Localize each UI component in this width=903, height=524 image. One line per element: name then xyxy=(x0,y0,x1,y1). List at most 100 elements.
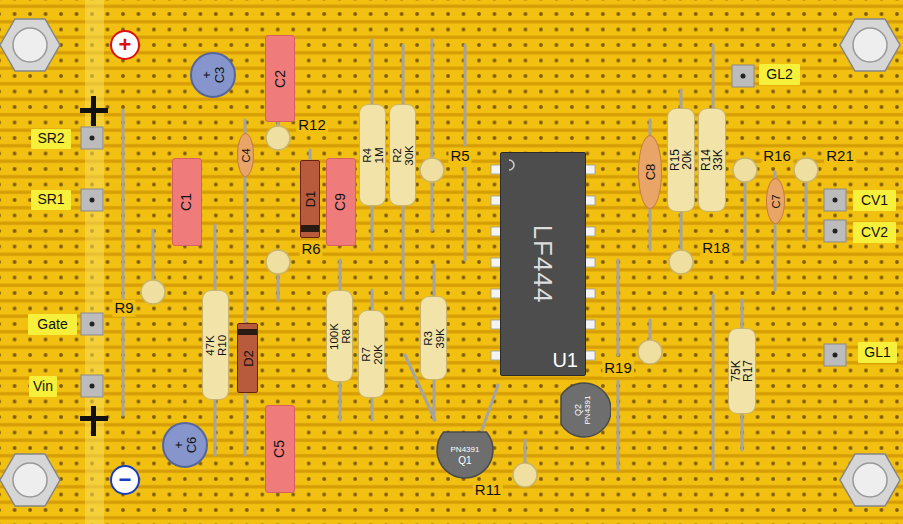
part-name: 33K xyxy=(712,149,724,170)
ceramic-capacitor: C8 xyxy=(638,135,662,209)
pad-hole xyxy=(90,384,95,389)
resistor: 100KR8 xyxy=(326,290,353,382)
part-name: R3 xyxy=(422,331,434,346)
upright-resistor xyxy=(141,280,165,304)
part-name: D2 xyxy=(241,350,254,367)
part-name: 75K xyxy=(730,360,742,381)
pad-hole xyxy=(90,198,95,203)
part-name: GL2 xyxy=(766,67,792,82)
connector-label: SR1 xyxy=(31,190,71,210)
part-label: R21 xyxy=(824,148,856,165)
pad-hole xyxy=(90,136,95,141)
part-name: D1 xyxy=(304,191,317,208)
part-label: R16 xyxy=(761,148,793,165)
mounting-hole xyxy=(13,28,47,62)
part-label: R11 xyxy=(473,482,503,499)
part-name: + xyxy=(119,34,132,56)
part-name: PN4391 xyxy=(451,446,480,455)
part-number: LF444 xyxy=(530,225,556,304)
component-lead xyxy=(431,40,434,230)
part-name: R17 xyxy=(742,360,754,382)
polarity-symbol: − xyxy=(110,465,140,495)
part-name: CV2 xyxy=(861,225,888,240)
polarity-symbol: + xyxy=(110,30,140,60)
part-label: R9 xyxy=(112,300,135,317)
connector-label: GL1 xyxy=(858,342,897,363)
part-name: C4 xyxy=(240,148,251,162)
electrolytic-capacitor: +C3 xyxy=(190,52,236,98)
part-name: 47K xyxy=(204,335,216,355)
transistor: PN4391Q1 xyxy=(435,418,495,480)
part-name: + xyxy=(172,441,185,449)
part-name: R10 xyxy=(216,334,228,355)
part-label: R19 xyxy=(602,360,634,377)
part-name: PN4391 xyxy=(584,396,593,425)
pad-hole xyxy=(90,322,95,327)
ic-pin xyxy=(585,289,595,298)
mounting-hex xyxy=(0,19,60,71)
film-capacitor: C2 xyxy=(265,35,295,122)
connection-pad xyxy=(824,189,846,211)
mounting-hole xyxy=(853,28,887,62)
ic-pin xyxy=(585,196,595,205)
part-name: R2 xyxy=(391,148,403,163)
resistor: 47KR10 xyxy=(202,290,229,400)
upright-resistor xyxy=(733,158,757,182)
mounting-hole xyxy=(853,463,887,497)
part-name: CV1 xyxy=(861,193,888,208)
upright-resistor xyxy=(794,158,818,182)
part-name: − xyxy=(119,469,132,491)
ic-pin xyxy=(585,165,595,174)
mounting-hex xyxy=(840,19,900,71)
film-capacitor: C5 xyxy=(265,405,295,493)
connection-pad xyxy=(824,344,846,366)
wire-link xyxy=(712,295,715,470)
ic-pin xyxy=(585,351,595,360)
connector-label: CV1 xyxy=(853,190,896,211)
resistor: R720K xyxy=(358,310,385,398)
part-name: Q2 xyxy=(574,404,584,416)
upright-resistor xyxy=(266,250,290,274)
part-name: R4 xyxy=(361,148,373,163)
connection-pad xyxy=(81,189,103,211)
part-name: R15 xyxy=(669,149,681,171)
connector-label: Vin xyxy=(29,376,57,397)
part-name: R14 xyxy=(700,149,712,171)
connection-pad xyxy=(81,313,103,335)
reference-designator: U1 xyxy=(552,350,578,370)
resistor: R339K xyxy=(420,296,447,380)
resistor: R1520k xyxy=(667,108,695,212)
wire-link xyxy=(617,260,620,355)
part-name: C9 xyxy=(333,193,348,211)
part-name: R8 xyxy=(340,329,352,344)
diode: D2 xyxy=(237,323,258,393)
resistor: R230K xyxy=(389,104,416,206)
pad-hole xyxy=(833,353,838,358)
electrolytic-capacitor: +C6 xyxy=(162,422,208,468)
connector-label: Gate xyxy=(28,314,77,335)
part-name: C5 xyxy=(272,440,287,458)
pad-hole xyxy=(833,198,838,203)
part-label: R6 xyxy=(299,241,322,258)
part-name: C1 xyxy=(179,193,194,211)
upright-resistor xyxy=(420,158,444,182)
part-name: R7 xyxy=(360,347,372,362)
connection-pad xyxy=(732,65,754,87)
part-name: Gate xyxy=(37,317,67,332)
ic-notch-mark xyxy=(509,160,514,170)
part-label: R18 xyxy=(700,240,732,257)
ic-notch xyxy=(505,157,521,175)
ceramic-capacitor: C7 xyxy=(766,178,785,224)
mounting-hole xyxy=(13,463,47,497)
resistor: R41M xyxy=(359,104,386,206)
part-name: Q1 xyxy=(458,455,471,466)
pad-hole xyxy=(741,74,746,79)
wire-link xyxy=(617,381,620,470)
connection-pad xyxy=(81,127,103,149)
part-label: R5 xyxy=(448,148,471,165)
wire-link xyxy=(464,168,467,260)
part-name: C7 xyxy=(770,194,781,208)
